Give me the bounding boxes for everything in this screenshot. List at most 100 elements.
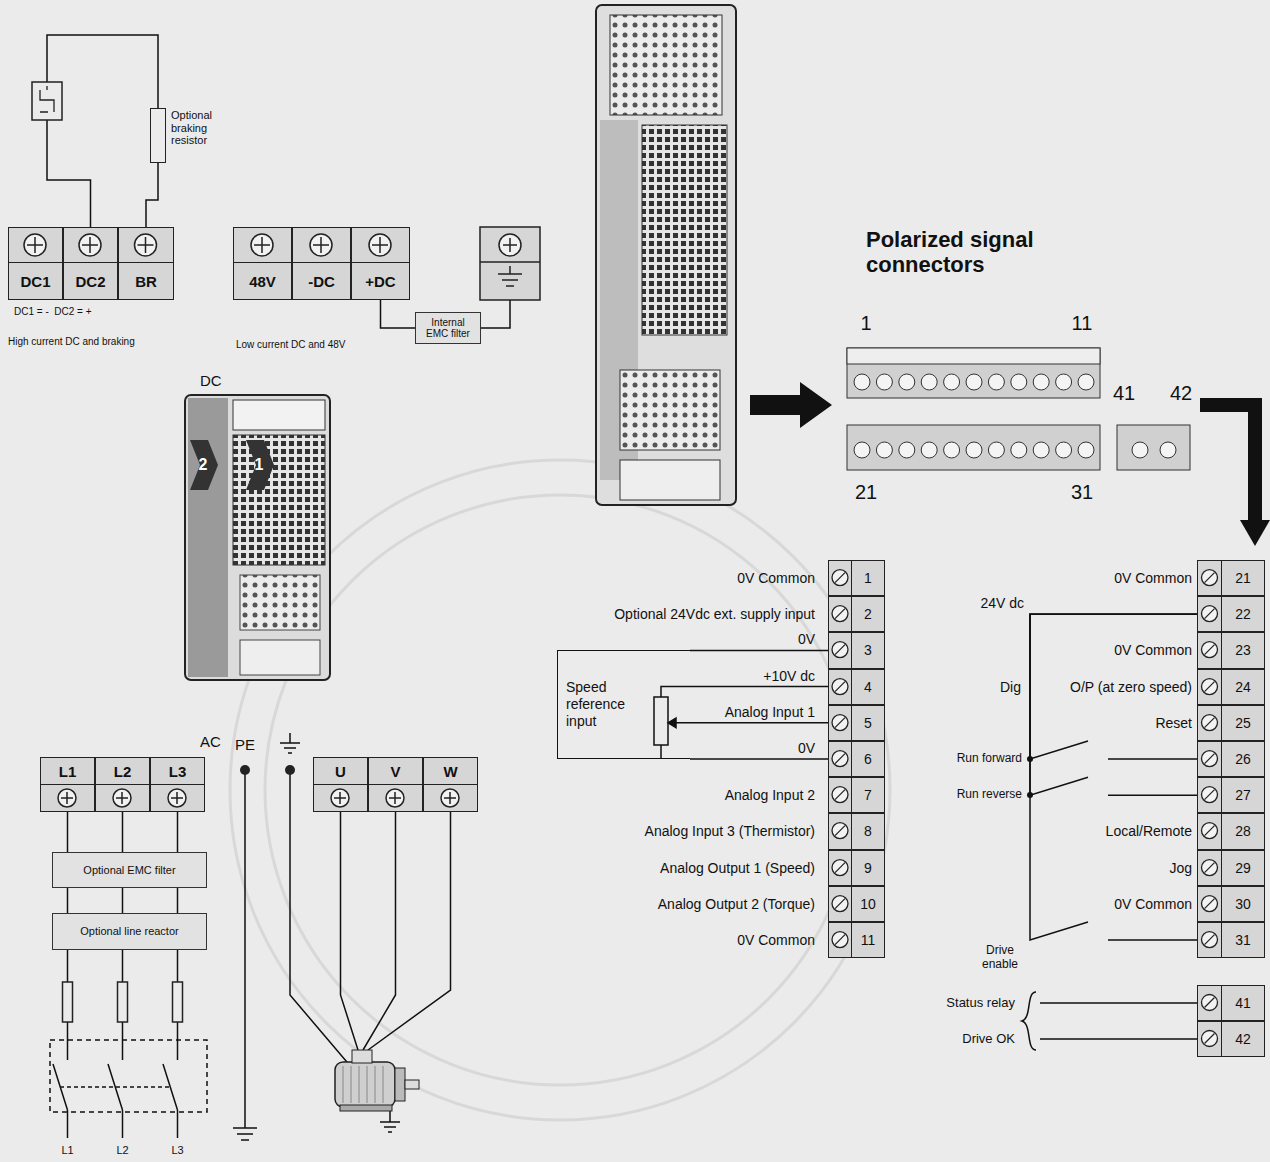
terminal-screw	[1202, 1031, 1218, 1047]
node-text: 10	[851, 887, 884, 921]
terminal-screw	[82, 237, 98, 253]
signal-connector	[854, 442, 870, 458]
signal-connector	[1056, 442, 1072, 458]
terminal-screw	[61, 792, 73, 804]
potentiometer	[654, 697, 668, 745]
power-terminal: BR	[118, 227, 174, 300]
wire	[47, 35, 158, 227]
drive-illustration	[185, 395, 330, 680]
node-text: 24	[1221, 670, 1264, 704]
terminal-screw	[829, 597, 851, 630]
terminal-screw	[1205, 754, 1215, 764]
wire	[690, 650, 828, 652]
pointer-arrow	[750, 382, 832, 428]
junction-dot	[1027, 756, 1033, 762]
terminal-screw	[234, 228, 290, 262]
terminal-screw	[829, 670, 851, 703]
terminal-screw	[41, 785, 93, 811]
power-terminal: U	[313, 757, 368, 812]
label-text: Analog Output 1 (Speed)	[660, 860, 815, 876]
filter-box: Optional EMC filter	[52, 852, 207, 888]
terminal-screw	[829, 706, 851, 739]
signal-terminal: 1	[828, 560, 885, 596]
label-text: 2	[199, 456, 208, 474]
drive-illustration	[642, 125, 727, 335]
terminal-screw	[1198, 633, 1221, 666]
terminal-screw	[424, 785, 476, 811]
power-terminal: W	[423, 757, 478, 812]
terminal-screw	[829, 887, 851, 920]
terminal-screw	[1198, 706, 1221, 739]
label-text: 0V Common	[737, 932, 815, 948]
signal-connector	[1132, 442, 1148, 458]
label-text: Jog	[1169, 860, 1192, 876]
signal-terminal: 10	[828, 886, 885, 922]
drive-illustration	[596, 5, 736, 505]
terminal-screw	[832, 606, 848, 622]
signal-connector	[966, 374, 982, 390]
node-text: W	[424, 758, 477, 785]
terminal-screw	[835, 862, 845, 872]
wire-label: Run forward	[955, 752, 1024, 766]
power-terminal: -DC	[292, 227, 351, 300]
node-text: Optional EMC filter	[83, 864, 175, 877]
node-text: 8	[851, 814, 884, 848]
signal-connector	[1078, 442, 1094, 458]
terminal-screw	[1198, 670, 1221, 703]
terminal-screw	[293, 228, 349, 262]
label-text: Analog Input 2	[725, 787, 815, 803]
node-text: 29	[1221, 851, 1264, 885]
label-text: 41	[1113, 382, 1135, 405]
terminal-screw	[832, 714, 848, 730]
terminal-screw	[829, 742, 851, 775]
terminal-screw	[168, 789, 186, 807]
signal-terminal: 5	[828, 705, 885, 741]
earth-terminal	[480, 261, 540, 263]
signal-connector	[988, 374, 1004, 390]
watermark-seal	[265, 495, 855, 1085]
node-text: 7	[851, 778, 884, 812]
signal-connector	[1160, 442, 1176, 458]
label-text: Low current DC and 48V	[236, 339, 346, 351]
motor	[343, 1066, 383, 1103]
terminal-screw	[1202, 642, 1218, 658]
label-text: Analog Input 1	[725, 704, 815, 720]
signal-connector	[847, 348, 1100, 364]
label-text: DC	[200, 372, 222, 389]
terminal-screw	[441, 789, 459, 807]
terminal-screw	[1205, 898, 1215, 908]
wire	[67, 812, 69, 852]
drive-illustration	[596, 5, 736, 505]
terminal-screw	[829, 633, 851, 666]
terminal-screw	[1198, 778, 1221, 811]
terminal-screw	[835, 573, 845, 583]
label-text: 0V Common	[1114, 642, 1192, 658]
label-text: +10V dc	[763, 668, 815, 684]
terminal-screw	[352, 228, 408, 262]
signal-terminal: 11	[828, 922, 885, 958]
terminal-screw	[310, 234, 332, 256]
signal-connector	[1011, 374, 1027, 390]
pe-dot	[285, 765, 295, 775]
signal-connector	[1078, 374, 1094, 390]
terminal-screw	[24, 234, 46, 256]
signal-connector	[854, 374, 870, 390]
signal-connector	[944, 442, 960, 458]
signal-connector	[966, 442, 982, 458]
wire	[690, 722, 828, 724]
drive-illustration	[240, 640, 320, 675]
signal-terminal: 7	[828, 777, 885, 813]
label-text: Local/Remote	[1106, 823, 1192, 839]
label-text: 21	[855, 481, 877, 504]
wire	[1030, 614, 1197, 940]
fuse	[118, 982, 128, 1022]
signal-connector	[1011, 442, 1027, 458]
terminal-screw	[1205, 826, 1215, 836]
fuse	[173, 982, 183, 1022]
node-text: 30	[1221, 887, 1264, 921]
terminal-wire	[233, 770, 257, 1140]
label-text: 0V	[798, 631, 815, 647]
terminal-wire	[341, 812, 451, 1050]
terminal-screw	[113, 789, 131, 807]
